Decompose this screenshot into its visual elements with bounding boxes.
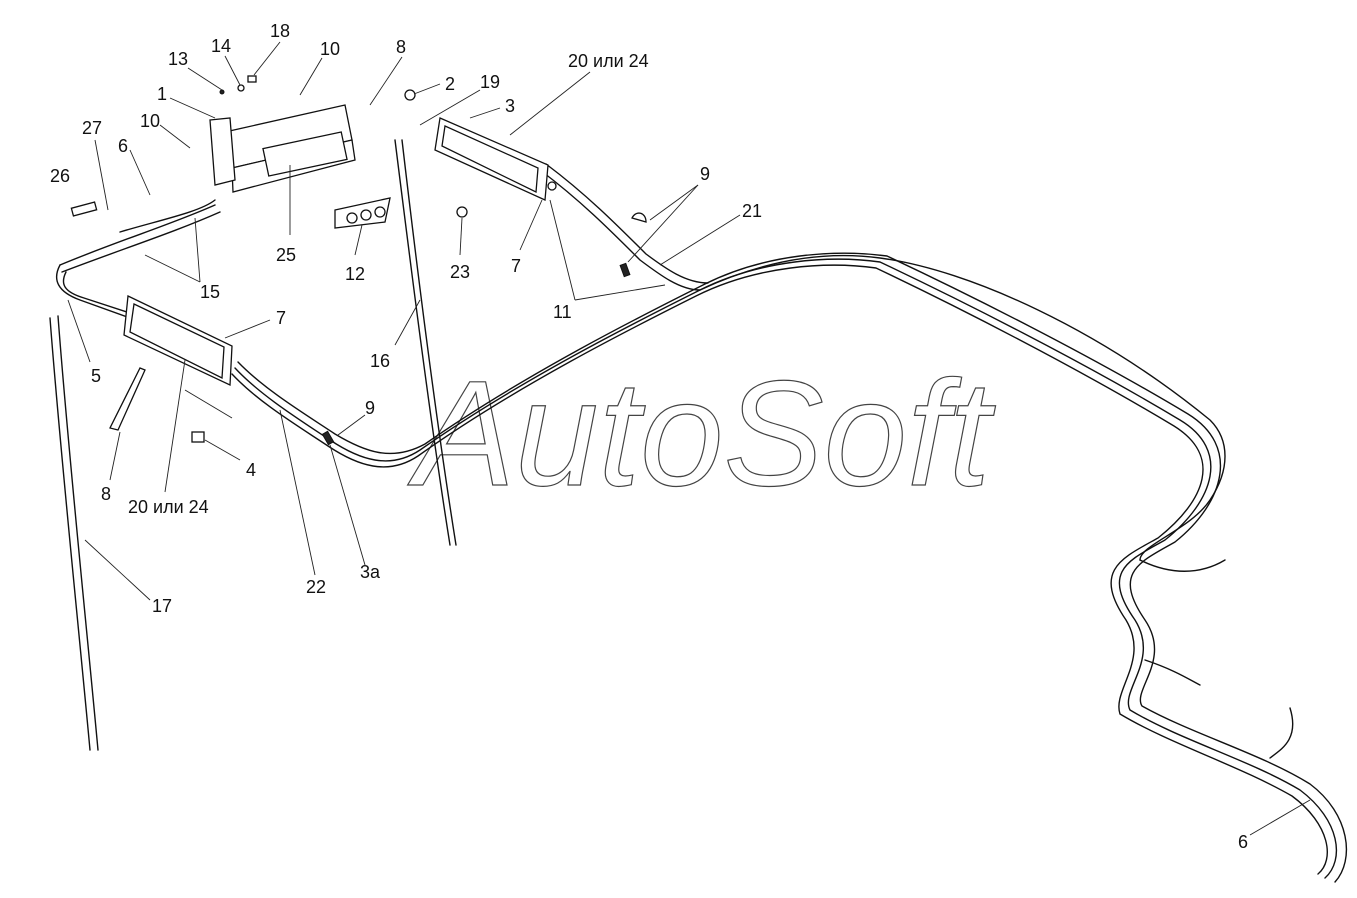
leader-lines bbox=[67, 41, 1311, 836]
callout-12: 12 bbox=[345, 264, 365, 284]
hose-16 bbox=[394, 139, 451, 546]
callout-11: 11 bbox=[553, 302, 572, 322]
clamp-2 bbox=[404, 89, 416, 101]
callout-3: 3 bbox=[505, 96, 515, 116]
callout-8-bottom: 8 bbox=[101, 484, 111, 504]
callout-27: 27 bbox=[82, 118, 102, 138]
callout-6-bottom: 6 bbox=[1238, 832, 1248, 852]
heater-unit bbox=[209, 104, 356, 193]
callout-3a: 3а bbox=[360, 562, 381, 582]
callout-22: 22 bbox=[306, 577, 326, 597]
callout-9-left: 9 bbox=[365, 398, 375, 418]
callout-21: 21 bbox=[742, 201, 762, 221]
callout-labels: 13 14 18 10 8 2 19 3 20 или 24 1 27 10 6… bbox=[50, 21, 1248, 852]
callout-13: 13 bbox=[168, 49, 188, 69]
callout-10-left: 10 bbox=[140, 111, 160, 131]
air-duct-left bbox=[123, 295, 233, 387]
callout-6-top: 6 bbox=[118, 136, 128, 156]
callout-20-or-24-top: 20 или 24 bbox=[568, 51, 649, 71]
callout-26: 26 bbox=[50, 166, 70, 186]
callout-4: 4 bbox=[246, 460, 256, 480]
callout-7-left: 7 bbox=[276, 308, 286, 328]
callout-16: 16 bbox=[370, 351, 390, 371]
callout-1: 1 bbox=[157, 84, 167, 104]
clamp-23 bbox=[456, 206, 468, 218]
callout-14: 14 bbox=[211, 36, 231, 56]
clip-4 bbox=[191, 431, 205, 443]
callout-19: 19 bbox=[480, 72, 500, 92]
callout-8-top: 8 bbox=[396, 37, 406, 57]
callout-5: 5 bbox=[91, 366, 101, 386]
screw-13 bbox=[219, 89, 225, 95]
air-duct-right bbox=[434, 117, 557, 201]
callout-15: 15 bbox=[200, 282, 220, 302]
callout-25: 25 bbox=[276, 245, 296, 265]
hose-bundle bbox=[55, 163, 1347, 883]
hose-17 bbox=[49, 317, 91, 751]
control-panel bbox=[334, 197, 391, 229]
clamp-9-band bbox=[619, 262, 631, 278]
callout-9-right: 9 bbox=[700, 164, 710, 184]
callout-20-or-24-bottom: 20 или 24 bbox=[128, 497, 209, 517]
callout-23: 23 bbox=[450, 262, 470, 282]
callout-2: 2 bbox=[445, 74, 455, 94]
grommet-9 bbox=[631, 212, 647, 223]
watermark-text: AutoSoft bbox=[407, 349, 996, 517]
strip-26 bbox=[70, 201, 98, 217]
callout-18: 18 bbox=[270, 21, 290, 41]
washer-14 bbox=[237, 84, 245, 92]
bracket-8 bbox=[109, 367, 146, 431]
callout-10-top: 10 bbox=[320, 39, 340, 59]
callout-17: 17 bbox=[152, 596, 172, 616]
clamp-3a-band bbox=[321, 430, 335, 446]
callout-7-right: 7 bbox=[511, 256, 521, 276]
nut-18 bbox=[247, 75, 257, 83]
